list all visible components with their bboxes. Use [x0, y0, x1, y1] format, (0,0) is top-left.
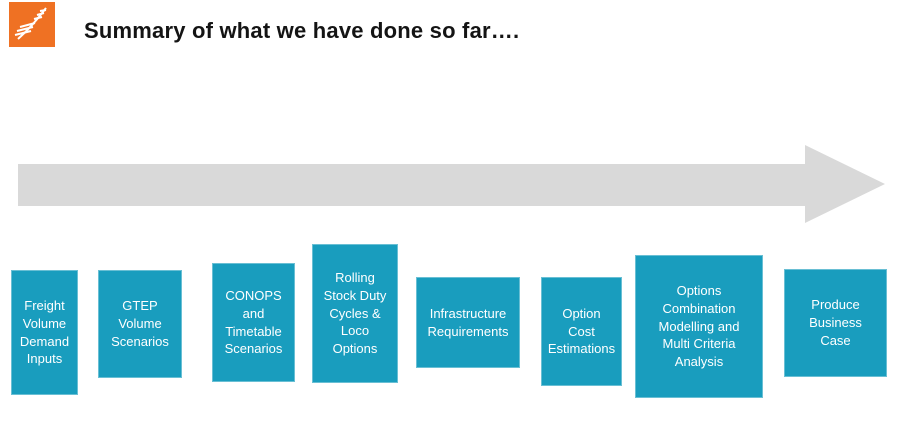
step-rolling-stock-duty-cycles-loco-options: Rolling Stock Duty Cycles & Loco Options: [312, 244, 398, 383]
step-label: Freight Volume Demand Inputs: [19, 297, 70, 367]
step-label: Infrastructure Requirements: [427, 305, 509, 339]
step-label: Rolling Stock Duty Cycles & Loco Options: [323, 269, 387, 357]
step-conops-and-timetable-scenarios: CONOPS and Timetable Scenarios: [212, 263, 295, 382]
right-arrow-icon: [18, 145, 885, 223]
step-gtep-volume-scenarios: GTEP Volume Scenarios: [98, 270, 182, 378]
step-produce-business-case: Produce Business Case: [784, 269, 887, 377]
network-rail-logo: [9, 2, 55, 47]
network-rail-logo-icon: [14, 7, 47, 40]
step-freight-volume-demand-inputs: Freight Volume Demand Inputs: [11, 270, 78, 395]
step-label: Produce Business Case: [809, 297, 862, 348]
step-option-cost-estimations: Option Cost Estimations: [541, 277, 622, 386]
step-label: CONOPS and Timetable Scenarios: [224, 287, 283, 357]
step-options-combination-modelling-mca: Options Combination Modelling and Multi …: [635, 255, 763, 398]
step-label: Options Combination Modelling and Multi …: [658, 282, 740, 370]
step-infrastructure-requirements: Infrastructure Requirements: [416, 277, 520, 368]
step-label: Option Cost Estimations: [547, 305, 616, 357]
step-label: GTEP Volume Scenarios: [111, 298, 169, 349]
page-title: Summary of what we have done so far….: [84, 18, 520, 43]
